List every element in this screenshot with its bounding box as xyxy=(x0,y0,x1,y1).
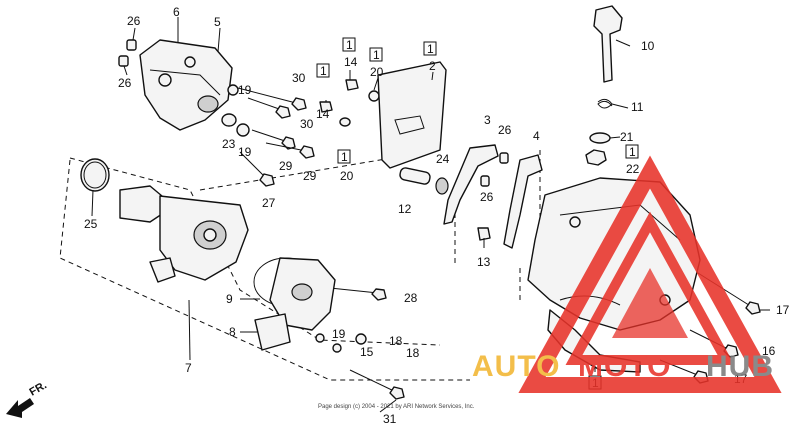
thermostat-housing xyxy=(253,257,336,351)
boxed-marker: 1 xyxy=(423,41,437,56)
watermark-triangle-core xyxy=(612,268,688,338)
callout-11: 11 xyxy=(631,100,644,114)
front-direction-arrow: FR. xyxy=(6,379,49,418)
callout-28: 28 xyxy=(404,291,418,305)
callout-16: 16 xyxy=(762,344,776,358)
svg-text:1: 1 xyxy=(427,42,434,56)
lever-brackets xyxy=(443,144,543,249)
callout-25: 25 xyxy=(84,217,98,231)
callout-15: 15 xyxy=(360,345,374,359)
callout-20: 20 xyxy=(370,65,384,79)
callout-4: 4 xyxy=(533,129,540,143)
callout-26: 26 xyxy=(498,123,512,137)
callout-26: 26 xyxy=(118,76,132,90)
upper-housing-cover xyxy=(139,39,233,131)
watermark-auto: AUTO xyxy=(472,350,560,383)
boxed-marker: 1 xyxy=(337,149,351,164)
callout-14: 14 xyxy=(344,55,358,69)
callout-18: 18 xyxy=(389,334,403,348)
boxed-marker: 1 xyxy=(369,47,383,62)
callout-2: 2 xyxy=(429,59,436,73)
callout-29: 29 xyxy=(303,169,317,183)
callout-19: 19 xyxy=(238,145,252,159)
watermark-hub: HUB xyxy=(706,350,774,383)
callout-12: 12 xyxy=(398,202,412,216)
callout-8: 8 xyxy=(229,325,236,339)
o-ring xyxy=(80,158,110,192)
callout-30: 30 xyxy=(300,117,314,131)
callout-7: 7 xyxy=(185,361,192,375)
callout-24: 24 xyxy=(436,152,450,166)
svg-text:1: 1 xyxy=(320,64,327,78)
callout-29: 29 xyxy=(279,159,293,173)
pin-and-seal xyxy=(399,167,449,195)
watermark-logo: AUTO MOTO HUB xyxy=(472,155,782,393)
callout-10: 10 xyxy=(641,39,655,53)
callout-14: 14 xyxy=(316,107,330,121)
callout-21: 21 xyxy=(620,130,634,144)
svg-text:1: 1 xyxy=(629,145,636,159)
arrow-icon xyxy=(6,398,34,418)
callout-20: 20 xyxy=(340,169,354,183)
callout-19: 19 xyxy=(332,327,346,341)
watermark-triangle-inner xyxy=(565,211,735,365)
callout-30: 30 xyxy=(292,71,306,85)
washers-group xyxy=(221,84,611,353)
callout-3: 3 xyxy=(484,113,491,127)
svg-text:1: 1 xyxy=(373,48,380,62)
callout-23: 23 xyxy=(222,137,236,151)
boxed-marker: 1 xyxy=(625,144,639,159)
boxed-marker: 1 xyxy=(342,37,356,52)
boxed-marker: 1 xyxy=(316,63,330,78)
front-direction-label: FR. xyxy=(28,379,49,398)
callout-9: 9 xyxy=(226,292,233,306)
copyright-notice: Page design (c) 2004 - 2021 by ARI Netwo… xyxy=(318,404,475,410)
watermark-moto: MOTO xyxy=(578,350,671,383)
callout-6: 6 xyxy=(173,5,180,19)
callout-26: 26 xyxy=(127,14,141,28)
water-pump-assembly xyxy=(119,185,249,283)
callout-18: 18 xyxy=(406,346,420,360)
svg-text:1: 1 xyxy=(346,38,353,52)
callout-27: 27 xyxy=(262,196,276,210)
callout-numbers: 26 6 5 26 30 19 30 23 19 29 29 27 14 14 … xyxy=(84,5,790,426)
leader-lines xyxy=(91,17,770,413)
gasket-plate xyxy=(377,61,447,169)
callout-22: 22 xyxy=(626,162,640,176)
callout-31: 31 xyxy=(383,412,397,426)
callout-26: 26 xyxy=(480,190,494,204)
callout-19: 19 xyxy=(238,83,252,97)
bolts-group xyxy=(237,79,761,400)
shaft-and-spring xyxy=(593,5,623,109)
svg-text:1: 1 xyxy=(341,150,348,164)
callout-5: 5 xyxy=(214,15,221,29)
callout-17: 17 xyxy=(776,303,790,317)
watermark-triangle-outer xyxy=(518,155,782,393)
callout-13: 13 xyxy=(477,255,491,269)
dowel-pins xyxy=(118,39,509,187)
